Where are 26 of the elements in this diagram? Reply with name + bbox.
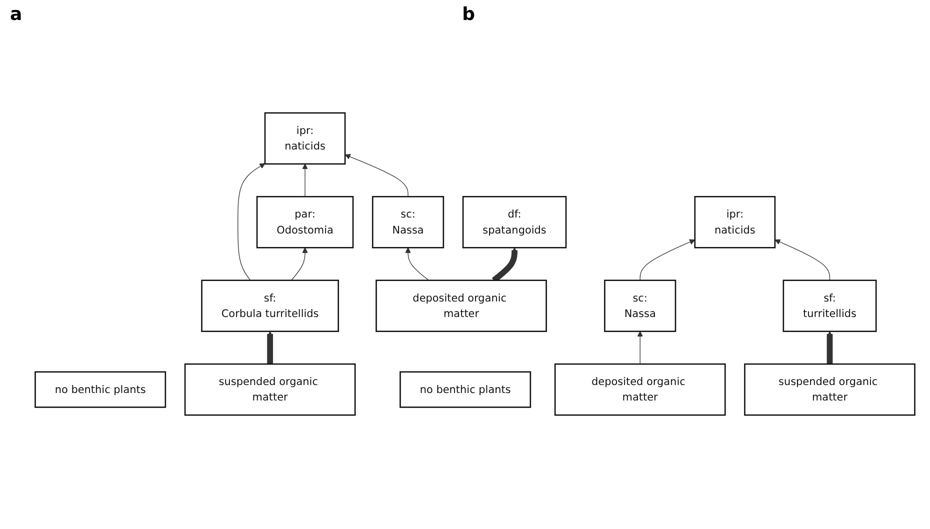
arrow xyxy=(344,154,408,197)
node-box: suspended organic matter xyxy=(184,363,356,416)
arrow xyxy=(302,164,308,197)
arrow xyxy=(267,331,273,364)
node-box: sf: turritellids xyxy=(782,280,877,332)
node-box: par: Odostomia xyxy=(256,196,354,248)
node-box: deposited organic matter xyxy=(554,363,726,416)
arrow xyxy=(637,331,643,364)
node-box: df: spatangoids xyxy=(462,196,567,248)
panel-letter: b xyxy=(462,4,476,25)
node-box: ipr: naticids xyxy=(694,196,776,248)
node-box: ipr: naticids xyxy=(264,112,346,165)
node-box: deposited organic matter xyxy=(376,280,547,332)
arrow xyxy=(774,239,830,281)
arrow xyxy=(291,247,308,281)
arrow xyxy=(826,331,833,364)
node-box: sc: Nassa xyxy=(604,280,676,332)
node-box: sf: Corbula turritellids xyxy=(201,280,339,332)
arrow xyxy=(238,163,266,281)
node-box: no benthic plants xyxy=(34,371,166,408)
node-box: suspended organic matter xyxy=(744,363,916,416)
panel-letter: a xyxy=(10,4,22,25)
arrow xyxy=(405,247,430,281)
node-box: no benthic plants xyxy=(400,371,532,408)
node-box: sc: Nassa xyxy=(372,196,444,248)
arrow xyxy=(640,239,696,281)
